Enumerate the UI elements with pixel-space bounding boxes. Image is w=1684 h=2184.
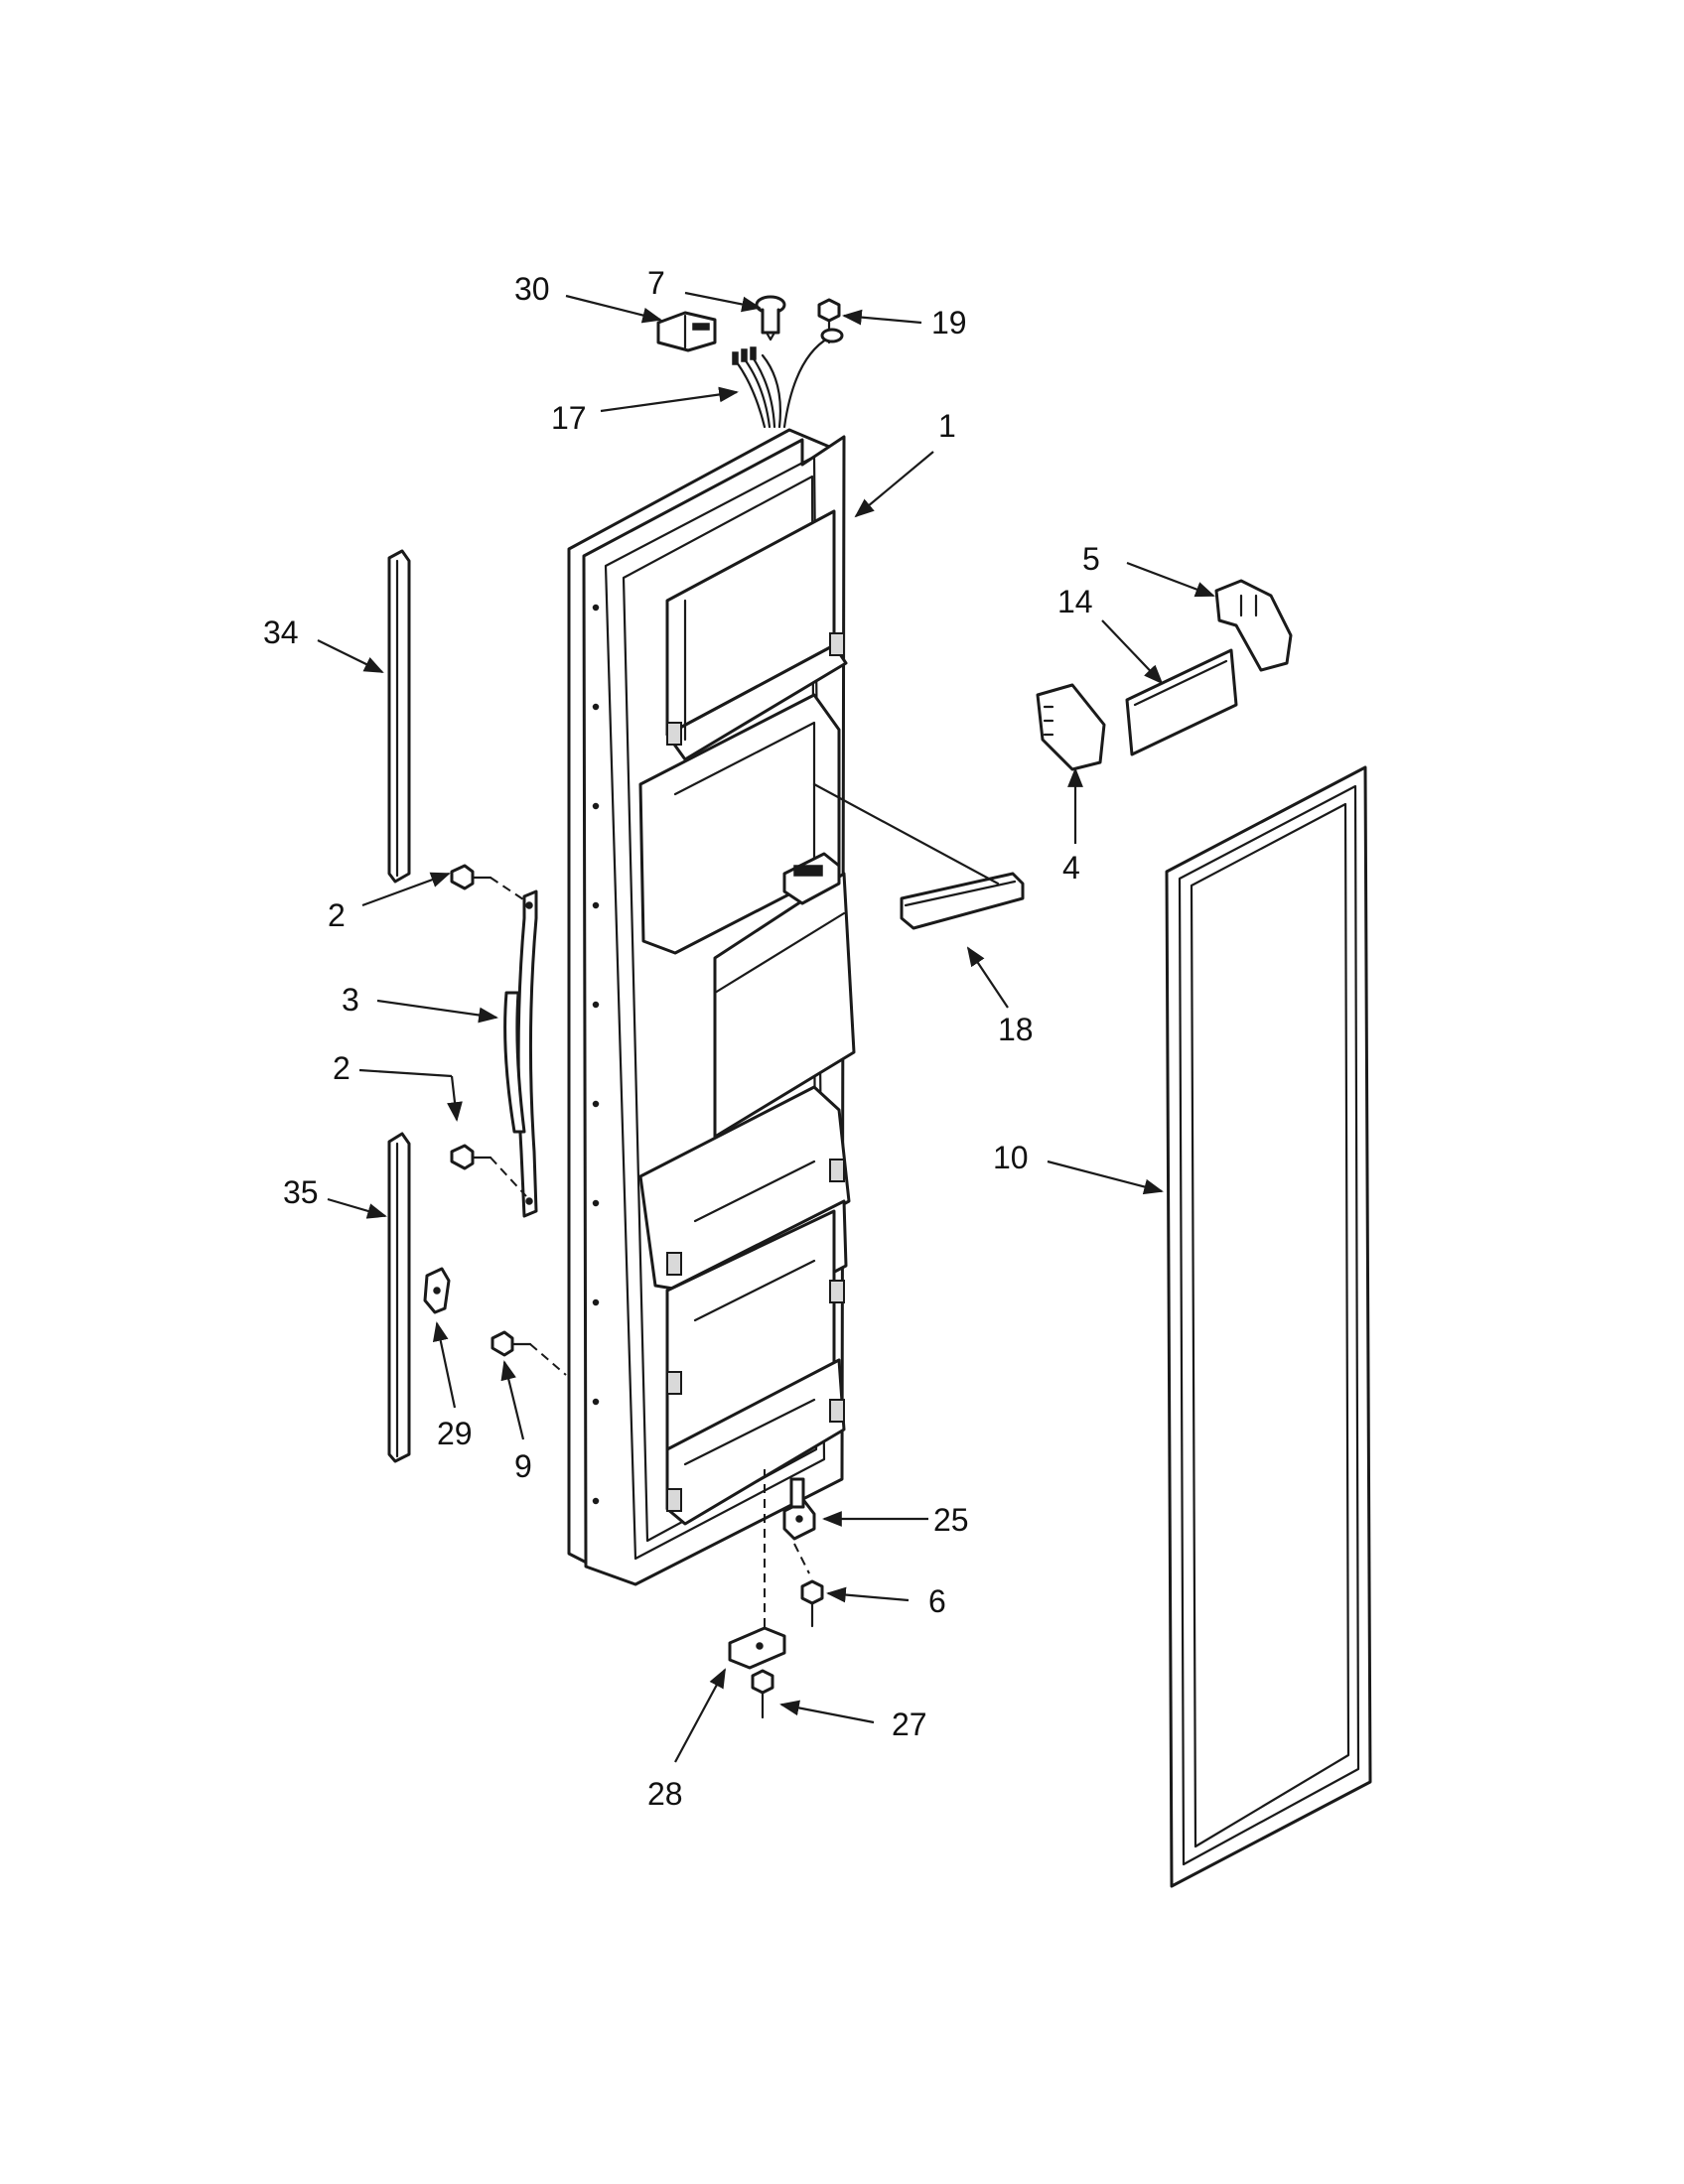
handle-screw-upper <box>450 864 492 890</box>
callout-5: 5 <box>1082 541 1100 577</box>
leader-lines <box>317 291 1215 1763</box>
callout-7: 7 <box>647 265 665 301</box>
callout-25: 25 <box>933 1502 969 1538</box>
bracket-right <box>1214 579 1293 672</box>
callout-3: 3 <box>342 982 359 1018</box>
shelf-rail <box>900 872 1025 930</box>
hinge-screw <box>800 1579 824 1628</box>
callout-4: 4 <box>1062 850 1080 886</box>
callout-29: 29 <box>437 1416 473 1451</box>
callout-30: 30 <box>514 271 550 307</box>
wire-plug <box>755 295 786 341</box>
trim-clip <box>423 1267 451 1314</box>
callout-labels: 30 7 19 17 1 5 14 4 34 2 3 2 35 10 18 29… <box>263 265 1100 1812</box>
door-screw <box>491 1330 532 1357</box>
callout-34: 34 <box>263 614 299 650</box>
freezer-door-panel <box>567 428 856 1586</box>
door-handle <box>503 889 538 1218</box>
wire-harness <box>732 328 844 429</box>
callout-19: 19 <box>931 305 967 341</box>
handle-screw-lower <box>450 1144 492 1170</box>
cover-panel <box>1125 648 1238 756</box>
callout-1: 1 <box>938 408 956 444</box>
callout-10: 10 <box>993 1140 1029 1175</box>
callout-2-lower: 2 <box>333 1050 351 1086</box>
wire-connector <box>656 311 717 352</box>
callout-17: 17 <box>551 400 587 436</box>
callout-14: 14 <box>1057 584 1093 619</box>
hinge-bracket <box>728 1626 786 1670</box>
hinge-pin-bracket <box>782 1477 816 1541</box>
callout-2-upper: 2 <box>328 897 346 933</box>
callout-9: 9 <box>514 1448 532 1484</box>
hinge-bracket-screw <box>751 1669 774 1719</box>
door-edge-holes <box>592 604 600 1505</box>
bracket-left <box>1036 683 1106 771</box>
callout-27: 27 <box>892 1706 927 1742</box>
door-trim-lower <box>387 1132 411 1463</box>
callout-6: 6 <box>928 1583 946 1619</box>
callout-18: 18 <box>998 1012 1034 1047</box>
door-gasket <box>1165 765 1372 1888</box>
door-trim-upper <box>387 549 411 884</box>
callout-35: 35 <box>283 1174 319 1210</box>
callout-28: 28 <box>647 1776 683 1812</box>
